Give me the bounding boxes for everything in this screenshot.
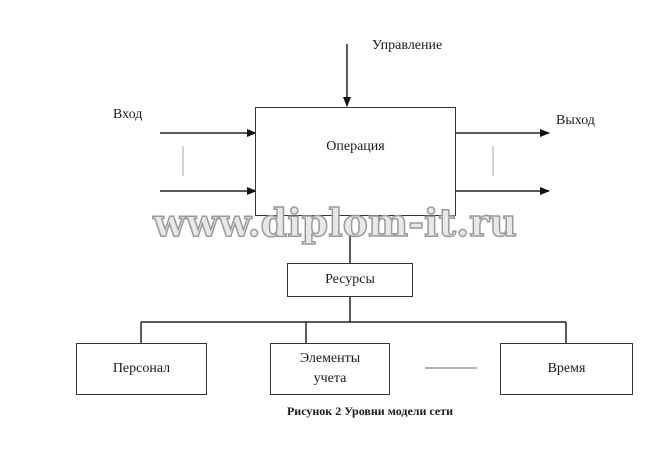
watermark: www.diplom-it.ru — [152, 199, 517, 246]
operation-box: Операция — [255, 107, 456, 216]
output-label: Выход — [556, 113, 595, 128]
accounting-elements-box: Элементы учета — [270, 343, 390, 395]
accounting-elements-label: Элементы учета — [299, 351, 361, 386]
control-label: Управление — [372, 38, 443, 53]
personnel-label: Персонал — [112, 361, 171, 376]
resources-label: Ресурсы — [325, 272, 375, 287]
time-box: Время — [500, 343, 633, 395]
operation-label: Операция — [326, 138, 385, 154]
resources-box: Ресурсы — [287, 263, 413, 297]
personnel-box: Персонал — [76, 343, 207, 395]
figure-caption: Рисунок 2 Уровни модели сети — [286, 404, 454, 418]
input-label: Вход — [113, 107, 143, 122]
time-label: Время — [547, 361, 586, 376]
